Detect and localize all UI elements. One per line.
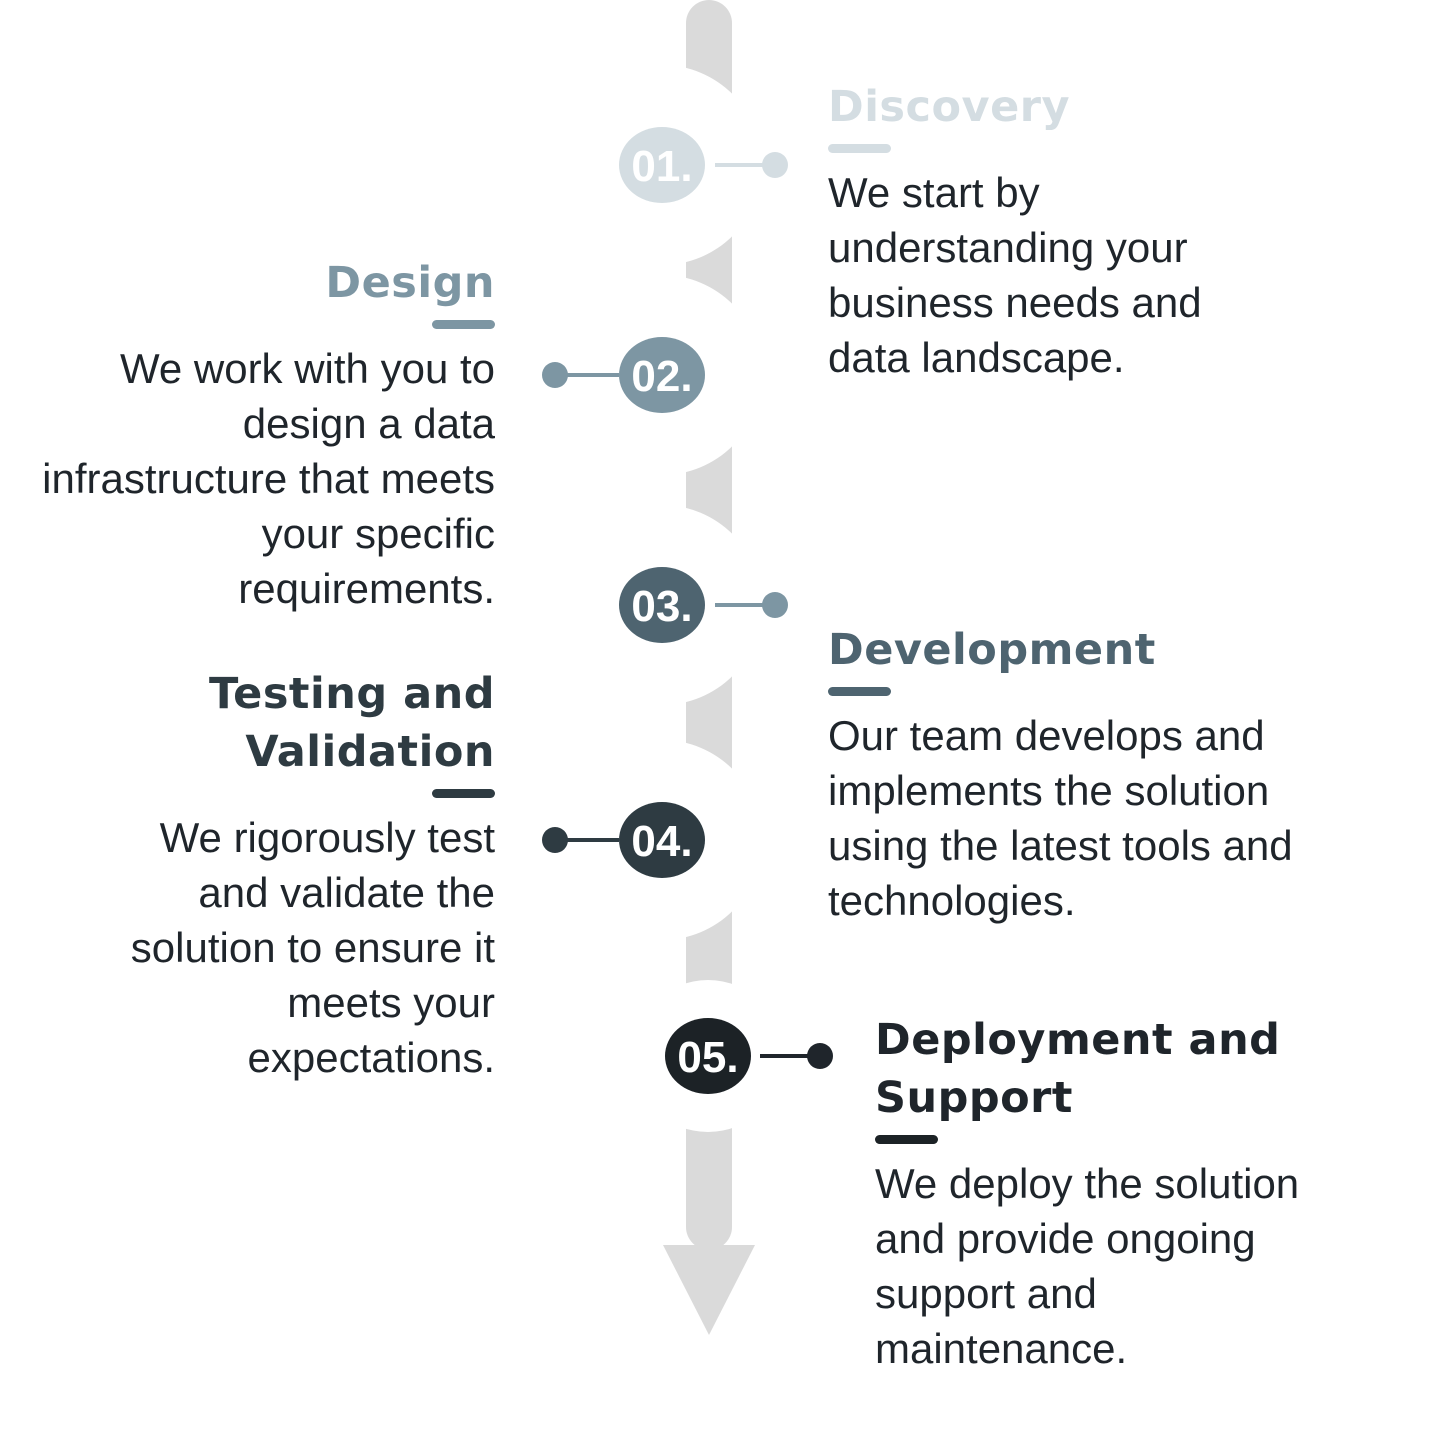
text-line: data landscape. xyxy=(828,334,1125,381)
text-line: We start by xyxy=(828,169,1040,216)
title-underline xyxy=(432,789,495,798)
text-line: maintenance. xyxy=(875,1325,1128,1372)
step-testing: Testing and Validation We rigorously tes… xyxy=(131,665,495,1085)
text-line: We work with you to xyxy=(119,345,495,392)
title-line: Validation xyxy=(245,727,495,777)
step-description: We deploy the solution and provide ongoi… xyxy=(875,1156,1299,1376)
svg-text:03.: 03. xyxy=(631,582,692,631)
svg-text:01.: 01. xyxy=(631,142,692,191)
arrow-head-icon xyxy=(663,1245,755,1335)
connector-dot xyxy=(542,362,568,388)
step-badge-3: 03. xyxy=(619,567,705,643)
text-line: support and xyxy=(875,1270,1097,1317)
title-underline xyxy=(828,144,891,153)
text-line: your specific xyxy=(261,510,495,557)
step-development: Development Our team develops and implem… xyxy=(828,621,1293,928)
step-title: Deployment and Support xyxy=(875,1011,1299,1127)
title-underline xyxy=(828,687,891,696)
text-line: implements the solution xyxy=(828,767,1270,814)
svg-text:05.: 05. xyxy=(677,1033,738,1082)
text-line: We rigorously test xyxy=(159,814,495,861)
text-line: We deploy the solution xyxy=(875,1160,1300,1207)
step-description: We work with you to design a data infras… xyxy=(42,341,495,616)
text-line: business needs and xyxy=(828,279,1202,326)
step-badge-1: 01. xyxy=(619,127,705,203)
step-title: Design xyxy=(325,258,495,308)
title-line: Testing and xyxy=(209,669,495,719)
step-discovery: Discovery We start by understanding your… xyxy=(828,78,1202,385)
text-line: and validate the xyxy=(198,869,495,916)
text-line: understanding your xyxy=(828,224,1188,271)
connector-dot xyxy=(762,592,788,618)
connector-dot xyxy=(542,827,568,853)
step-title: Testing and Validation xyxy=(131,665,495,781)
connector-dot xyxy=(762,152,788,178)
step-badge-2: 02. xyxy=(619,337,705,413)
text-line: infrastructure that meets xyxy=(42,455,495,502)
step-description: Our team develops and implements the sol… xyxy=(828,708,1293,928)
text-line: Our team develops and xyxy=(828,712,1265,759)
step-description: We start by understanding your business … xyxy=(828,165,1202,385)
title-line: Support xyxy=(875,1073,1073,1123)
text-line: solution to ensure it xyxy=(130,924,495,971)
text-line: meets your xyxy=(287,979,495,1026)
text-line: and provide ongoing xyxy=(875,1215,1256,1262)
step-title: Development xyxy=(828,625,1156,675)
step-title: Discovery xyxy=(828,82,1070,132)
title-line: Deployment and xyxy=(875,1015,1281,1065)
step-deployment: Deployment and Support We deploy the sol… xyxy=(875,1011,1299,1376)
svg-text:02.: 02. xyxy=(631,352,692,401)
text-line: using the latest tools and xyxy=(828,822,1293,869)
text-line: technologies. xyxy=(828,877,1076,924)
connector-dot xyxy=(807,1043,833,1069)
step-badge-4: 04. xyxy=(619,802,705,878)
title-underline xyxy=(432,320,495,329)
text-line: requirements. xyxy=(238,565,495,612)
svg-text:04.: 04. xyxy=(631,817,692,866)
title-underline xyxy=(875,1135,938,1144)
text-line: expectations. xyxy=(247,1034,496,1081)
step-design: Design We work with you to design a data… xyxy=(42,254,495,616)
step-description: We rigorously test and validate the solu… xyxy=(131,810,495,1085)
step-badge-5: 05. xyxy=(665,1018,751,1094)
text-line: design a data xyxy=(242,400,495,447)
